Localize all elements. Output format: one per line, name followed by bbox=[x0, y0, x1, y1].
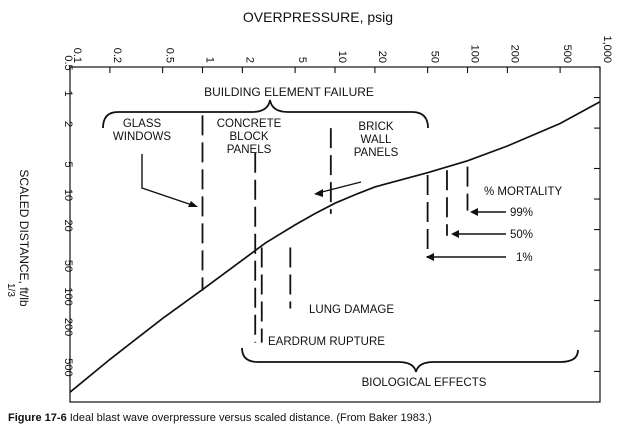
y-tick-label: 20 bbox=[62, 219, 74, 231]
y-tick-label-group: 5 bbox=[62, 161, 74, 167]
mortality-50-label: 50% bbox=[510, 229, 533, 241]
x-tick-label: 1 bbox=[204, 57, 216, 63]
y-tick-label-group: 100 bbox=[62, 287, 74, 305]
y-tick-label-group: 10 bbox=[62, 189, 74, 201]
x-tick-label: 10 bbox=[336, 51, 348, 63]
y-tick-label: 0.5 bbox=[62, 55, 74, 70]
x-tick-label-group: 1,000 bbox=[601, 35, 613, 63]
figure-caption-text: Ideal blast wave overpressure versus sca… bbox=[69, 412, 432, 424]
eardrum-rupture-label: EARDRUM RUPTURE bbox=[268, 336, 385, 348]
x-tick-label: 1,000 bbox=[601, 35, 613, 63]
mortality-99-arrowhead bbox=[470, 208, 478, 216]
x-tick-label: 5 bbox=[296, 57, 308, 63]
concrete-block-label-1: CONCRETE bbox=[217, 118, 282, 130]
concrete-block-label-3: PANELS bbox=[227, 144, 272, 156]
x-tick-label-group: 1 bbox=[204, 57, 216, 63]
x-tick-label: 200 bbox=[508, 45, 520, 63]
y-axis-unit-exponent: 1/3 bbox=[5, 283, 16, 297]
x-tick-label-group: 5 bbox=[296, 57, 308, 63]
blast-wave-curve bbox=[69, 101, 601, 393]
y-tick-label: 100 bbox=[62, 287, 74, 305]
glass-windows-label-2: WINDOWS bbox=[113, 131, 171, 143]
x-tick-label: 100 bbox=[469, 45, 481, 63]
x-tick-label-group: 0.5 bbox=[164, 48, 176, 63]
biological-effects-label: BIOLOGICAL EFFECTS bbox=[362, 377, 487, 389]
x-tick-label: 500 bbox=[561, 45, 573, 63]
x-axis-ticks: 0.1 0.2 0.5 1 2 5 10 20 50 100 200 500 1,000 bbox=[69, 35, 613, 73]
mortality-99-label: 99% bbox=[510, 207, 533, 219]
building-element-failure-label: BUILDING ELEMENT FAILURE bbox=[204, 85, 374, 99]
mortality-50-arrowhead bbox=[451, 230, 459, 238]
y-axis-unit-exponent-group: 1/3 bbox=[5, 283, 16, 297]
glass-windows-arrowhead bbox=[188, 201, 198, 207]
figure-caption: Figure 17-6 Ideal blast wave overpressur… bbox=[8, 412, 432, 424]
y-tick-label: 500 bbox=[62, 358, 74, 376]
x-tick-label-group: 10 bbox=[336, 51, 348, 63]
y-tick-label: 10 bbox=[62, 189, 74, 201]
pct-mortality-label: % MORTALITY bbox=[484, 186, 562, 198]
y-axis-title-group: SCALED DISTANCE, ft/lb bbox=[17, 169, 31, 306]
glass-windows-pointer bbox=[141, 154, 196, 207]
x-tick-label-group: 0.2 bbox=[111, 48, 123, 63]
x-tick-label: 0.5 bbox=[164, 48, 176, 63]
x-axis-title: OVERPRESSURE, psig bbox=[243, 9, 393, 25]
y-tick-label-group: 20 bbox=[62, 219, 74, 231]
y-tick-label: 200 bbox=[62, 318, 74, 336]
y-tick-label: 1 bbox=[62, 90, 74, 96]
y-axis-title: SCALED DISTANCE, ft/lb bbox=[17, 169, 31, 306]
building-element-failure-brace bbox=[102, 99, 429, 129]
brick-wall-pointer bbox=[317, 181, 362, 194]
figure-caption-label: Figure 17-6 bbox=[8, 412, 67, 424]
threshold-lines bbox=[201, 115, 469, 343]
x-tick-label-group: 500 bbox=[561, 45, 573, 63]
x-tick-label-group: 2 bbox=[243, 57, 255, 63]
series-layer bbox=[69, 101, 601, 393]
x-tick-label: 0.2 bbox=[111, 48, 123, 63]
y-tick-label: 2 bbox=[62, 121, 74, 127]
x-tick-label-group: 50 bbox=[429, 51, 441, 63]
brick-wall-label-2: WALL bbox=[361, 134, 392, 146]
biological-effects-brace bbox=[241, 347, 579, 373]
glass-windows-label-1: GLASS bbox=[123, 118, 162, 130]
mortality-1-label: 1% bbox=[516, 252, 533, 264]
y-tick-label: 50 bbox=[62, 260, 74, 272]
lung-damage-label: LUNG DAMAGE bbox=[309, 304, 394, 316]
y-tick-label-group: 0.5 bbox=[62, 55, 74, 70]
brick-wall-label-3: PANELS bbox=[354, 147, 399, 159]
y-axis-ticks: 0.5 1 2 5 10 20 50 100 200 500 bbox=[62, 55, 600, 377]
x-tick-label: 0.1 bbox=[71, 48, 83, 63]
x-tick-label-group: 200 bbox=[508, 45, 520, 63]
y-tick-label-group: 500 bbox=[62, 358, 74, 376]
y-tick-label: 5 bbox=[62, 161, 74, 167]
x-tick-label: 20 bbox=[376, 51, 388, 63]
brick-wall-arrowhead bbox=[314, 189, 323, 197]
mortality-1-arrowhead bbox=[426, 253, 434, 261]
brick-wall-label-1: BRICK bbox=[358, 121, 393, 133]
y-tick-label-group: 50 bbox=[62, 260, 74, 272]
y-tick-label-group: 200 bbox=[62, 318, 74, 336]
x-tick-label: 2 bbox=[243, 57, 255, 63]
x-tick-label-group: 20 bbox=[376, 51, 388, 63]
x-tick-label-group: 100 bbox=[469, 45, 481, 63]
y-tick-label-group: 2 bbox=[62, 121, 74, 127]
x-tick-label: 50 bbox=[429, 51, 441, 63]
concrete-block-label-2: BLOCK bbox=[230, 131, 269, 143]
y-tick-label-group: 1 bbox=[62, 90, 74, 96]
x-tick-label-group: 0.1 bbox=[71, 48, 83, 63]
